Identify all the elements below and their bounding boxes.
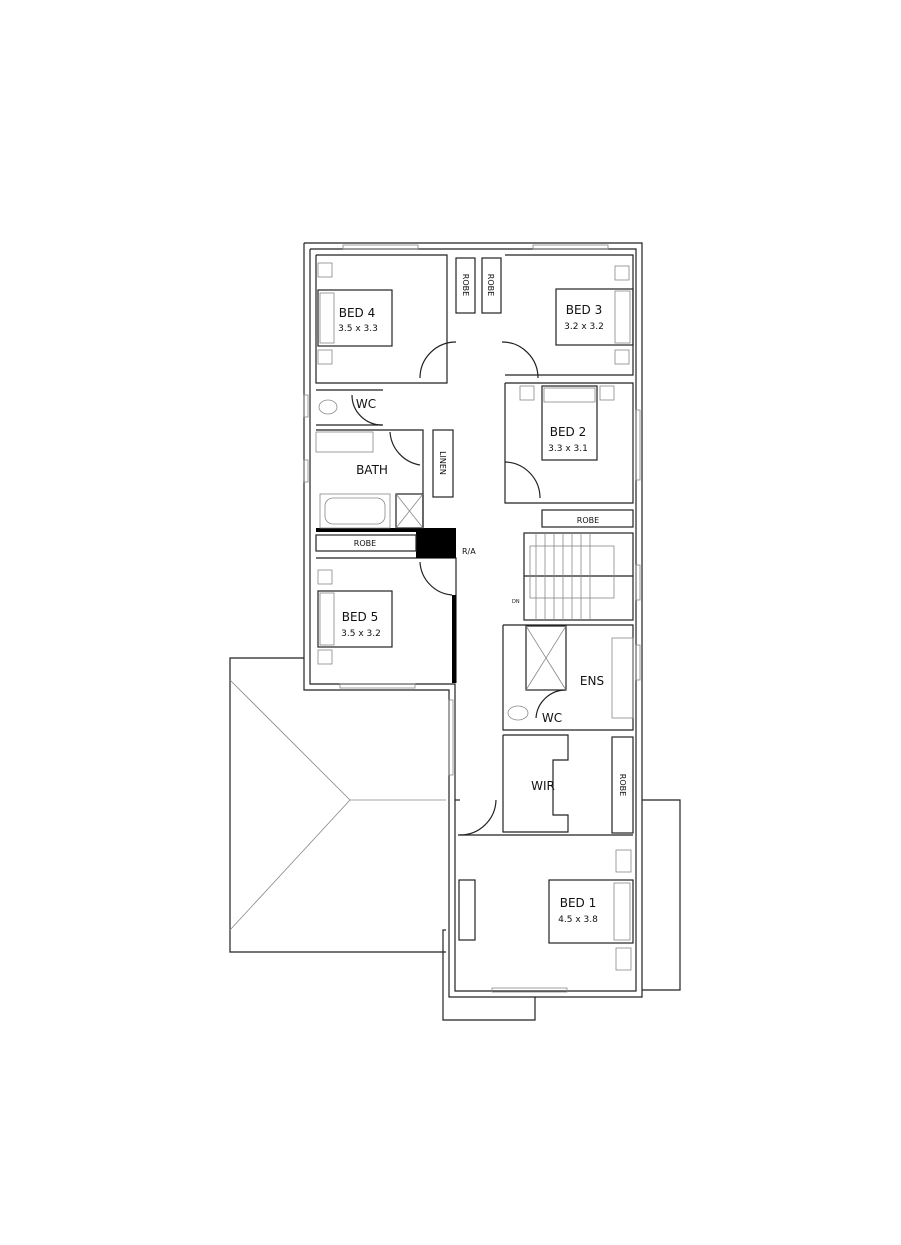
bed-2-furniture — [519, 385, 615, 461]
dn-annotation: DN — [512, 599, 520, 605]
bathtub — [319, 493, 391, 529]
bed1-size: 4.5 x 3.8 — [558, 915, 598, 925]
bed5-size: 3.5 x 3.2 — [341, 629, 381, 639]
bed2-label: BED 2 — [550, 425, 587, 439]
room-labels: BED 4 3.5 x 3.3 BED 3 3.2 x 3.2 BED 2 3.… — [338, 274, 627, 925]
wc-ens-label: WC — [542, 711, 562, 725]
toilet-upper — [318, 399, 338, 415]
vanity-ens — [611, 637, 634, 719]
bath-label: BATH — [356, 463, 388, 477]
robe-bath-label: ROBE — [354, 539, 376, 548]
ra-annotation: R/A — [462, 547, 476, 556]
bed3-label: BED 3 — [566, 303, 603, 317]
outer-wall — [303, 242, 643, 998]
bed-3-furniture — [555, 265, 634, 365]
robe-bed2-label: ROBE — [577, 516, 599, 525]
bed-1-furniture — [458, 849, 634, 971]
robe-bed3 — [481, 257, 502, 314]
toilet-ens — [507, 705, 529, 721]
wc-upper-label: WC — [356, 397, 376, 411]
bed4-size: 3.5 x 3.3 — [338, 324, 378, 334]
solid-wall-block — [416, 528, 456, 558]
ens-label: ENS — [580, 674, 604, 688]
robe-bed3-label: ROBE — [486, 274, 495, 296]
bed5-label: BED 5 — [342, 610, 379, 624]
shower-bath — [395, 493, 424, 529]
roof-right — [642, 799, 681, 991]
robe-bed4 — [455, 257, 476, 314]
roof-bottom — [442, 929, 536, 1021]
stairs — [524, 533, 633, 620]
robe-bed1 — [611, 736, 634, 834]
bed2-size: 3.3 x 3.1 — [548, 444, 588, 454]
bed1-label: BED 1 — [560, 896, 597, 910]
bed4-label: BED 4 — [339, 306, 376, 320]
solid-wall-bath — [316, 528, 416, 532]
robe-bed4-label: ROBE — [461, 274, 470, 296]
shower-ens — [525, 625, 567, 691]
doors — [351, 341, 567, 836]
solid-wall-bed5 — [452, 595, 456, 683]
roof-left — [229, 657, 446, 953]
wir-label: WIR — [531, 779, 555, 793]
bed-5-furniture — [317, 569, 393, 665]
bed3-size: 3.2 x 3.2 — [564, 322, 604, 332]
vanity-bath — [315, 431, 374, 453]
bed-4-furniture — [317, 262, 393, 365]
linen-label: LINEN — [438, 451, 447, 475]
robe-bed2 — [541, 509, 634, 528]
robe-bath — [315, 534, 417, 552]
robe-bed1-label: ROBE — [618, 774, 627, 796]
windows — [303, 244, 641, 993]
